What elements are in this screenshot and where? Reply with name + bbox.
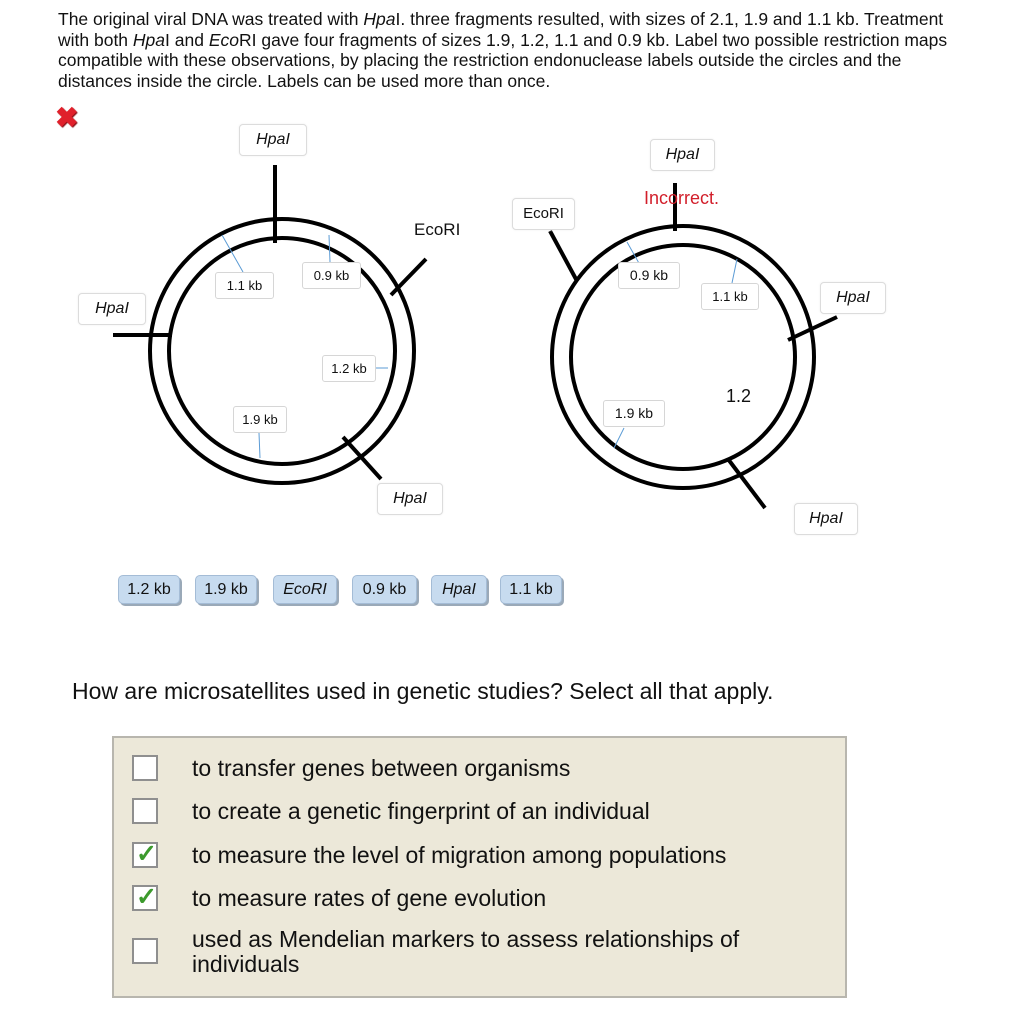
check-icon: ✓ [136,883,157,911]
left-cut-marks [113,165,428,481]
answer-options-box: to transfer genes between organisms to c… [112,736,847,998]
tray-chip-1.9kb[interactable]: 1.9 kb [195,575,257,604]
option-3-checkbox[interactable]: ✓ [132,840,158,868]
right-hpai-top-label[interactable]: HpaI [650,139,715,171]
left-leader-lines [221,234,388,459]
left-hpai-top-label[interactable]: HpaI [239,124,307,156]
right-hpai-right-label[interactable]: HpaI [820,282,886,314]
left-plasmid-circle [148,217,416,485]
tray-chip-1.1kb[interactable]: 1.1 kb [500,575,562,604]
option-2-checkbox[interactable] [132,798,158,824]
left-0.9kb-label[interactable]: 0.9 kb [302,262,361,289]
left-1.1kb-label[interactable]: 1.1 kb [215,272,274,299]
option-5-text: used as Mendelian markers to assess rela… [192,926,740,977]
right-leader-lines [613,241,738,449]
wrong-answer-icon: ✖ [55,102,79,133]
tray-chip-hpai[interactable]: HpaI [431,575,487,604]
left-1.9kb-label[interactable]: 1.9 kb [233,406,287,433]
right-ecori-label[interactable]: EcoRI [512,198,575,230]
right-1.1kb-label[interactable]: 1.1 kb [701,283,759,310]
right-1.9kb-label[interactable]: 1.9 kb [603,400,665,427]
check-icon: ✓ [136,840,157,868]
option-3-text: to measure the level of migration among … [192,842,727,868]
left-hpai-left-label[interactable]: HpaI [78,293,146,325]
question-text: The original viral DNA was treated with … [58,9,948,91]
tray-chip-1.2kb[interactable]: 1.2 kb [118,575,180,604]
left-1.2kb-label[interactable]: 1.2 kb [322,355,376,382]
right-1.2-label[interactable]: 1.2 [726,386,752,406]
question2-prompt: How are microsatellites used in genetic … [72,678,774,704]
option-2-text: to create a genetic fingerprint of an in… [192,798,650,824]
tray-chip-0.9kb[interactable]: 0.9 kb [352,575,417,604]
right-cut-marks [548,183,838,510]
restriction-maps-drawing [113,165,838,510]
tray-chip-ecori[interactable]: EcoRI [273,575,337,604]
option-4-checkbox[interactable]: ✓ [132,883,158,911]
right-hpai-bottom-label[interactable]: HpaI [794,503,858,535]
left-hpai-bottom-label[interactable]: HpaI [377,483,443,515]
left-ecori-label[interactable]: EcoRI [414,220,461,239]
option-1-text: to transfer genes between organisms [192,755,571,781]
right-plasmid-circle [550,224,816,490]
incorrect-feedback: Incorrect. [644,188,720,208]
option-4-text: to measure rates of gene evolution [192,885,547,911]
right-0.9kb-label[interactable]: 0.9 kb [618,262,680,289]
option-5-checkbox[interactable] [132,938,158,964]
option-1-checkbox[interactable] [132,755,158,781]
